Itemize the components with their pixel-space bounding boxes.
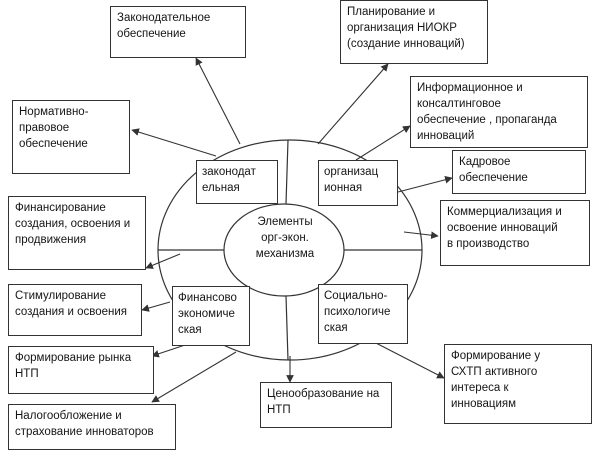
arrow-legislative-support	[195, 57, 241, 145]
arrow-personnel-support	[397, 176, 453, 193]
mechanism-center-label: Элементы орг-экон. механизма	[255, 216, 315, 260]
segment-legislative: законодат ельная	[196, 160, 278, 204]
arrow-active-interest	[369, 339, 445, 379]
segment-financial-economic: Финансово экономиче ская	[172, 286, 250, 346]
box-market-formation: Формирование рынка НТП	[8, 346, 154, 394]
segment-social-psychological: Социально- психологиче ская	[318, 284, 408, 344]
arrow-financing	[145, 253, 181, 269]
ring-divider-bottom	[285, 295, 289, 361]
ring-divider-top	[285, 139, 289, 205]
arrow-taxation-insurance	[151, 351, 237, 403]
arrow-stimulation	[141, 301, 171, 312]
segment-organizational: организац ионная	[318, 160, 398, 206]
box-personnel-support: Кадровое обеспечение	[452, 150, 586, 194]
box-commercialization: Коммерциализация и освоение инноваций в …	[440, 200, 590, 266]
arrow-regulatory-support	[131, 128, 217, 157]
arrow-information-support	[355, 125, 411, 161]
box-financing: Финансирование создания, освоения и прод…	[8, 196, 146, 270]
box-taxation-insurance: Налогообложение и страхование инноваторо…	[8, 404, 176, 450]
box-regulatory-support: Нормативно- правовое обеспечение	[12, 100, 130, 174]
box-rd-planning: Планирование и организация НИОКР (создан…	[340, 0, 488, 64]
arrow-commercialization	[403, 231, 439, 240]
box-active-interest: Формирование у СХТП активного интереса к…	[444, 344, 592, 424]
arrow-rd-planning	[317, 63, 389, 145]
box-legislative-support: Законодательное обеспечение	[110, 6, 246, 58]
box-stimulation: Стимулирование создания и освоения	[8, 284, 142, 336]
box-information-support: Информационное и консалтинговое обеспече…	[410, 76, 588, 148]
box-pricing: Ценообразование на НТП	[260, 382, 392, 428]
